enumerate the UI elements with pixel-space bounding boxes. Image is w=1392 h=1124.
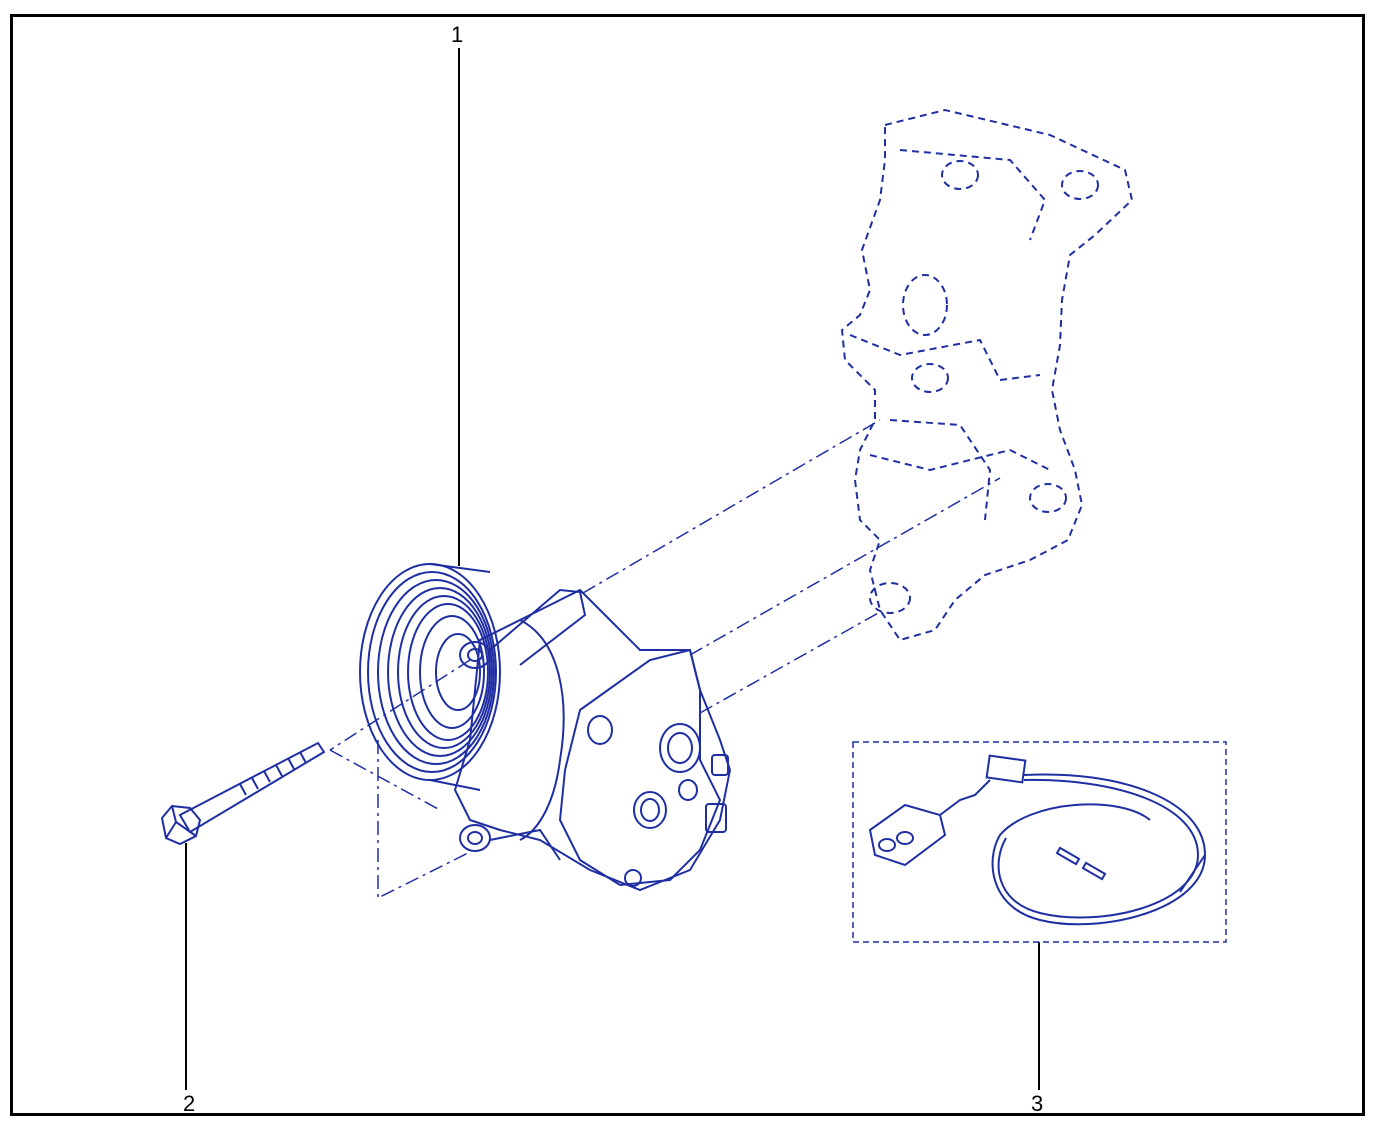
alignment-lines bbox=[329, 419, 1001, 900]
callout-3: 3 bbox=[1031, 1091, 1044, 1116]
leader-lines bbox=[185, 48, 1040, 1090]
callout-1: 1 bbox=[451, 22, 464, 47]
ac-compressor bbox=[359, 563, 732, 892]
mounting-bolt bbox=[160, 741, 326, 846]
callout-2: 2 bbox=[183, 1091, 196, 1116]
wiring-harness-kit bbox=[852, 741, 1227, 943]
mounting-bracket bbox=[840, 108, 1134, 642]
diagram-frame bbox=[10, 14, 1365, 1116]
